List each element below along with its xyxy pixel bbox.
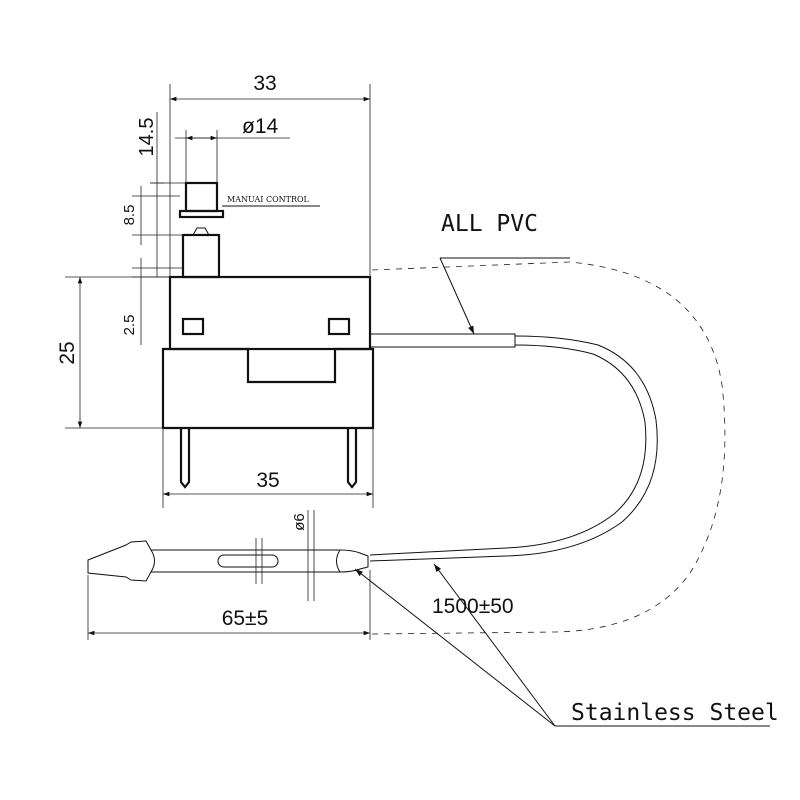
dim-capillary-length: 1500±50 bbox=[432, 595, 514, 618]
stainless-steel-callout: Stainless Steel bbox=[354, 563, 779, 727]
dim-width-top-label: 33 bbox=[253, 72, 276, 95]
mounting-slot-left bbox=[181, 317, 205, 336]
thermostat-body bbox=[161, 275, 375, 489]
dim-width-bottom-label: 35 bbox=[256, 469, 279, 492]
capillary-tube bbox=[369, 335, 658, 562]
dim-button-diameter: ø14 bbox=[175, 115, 290, 183]
manual-control-label: MANUAI CONTROL bbox=[227, 195, 310, 204]
dim-button-diameter-label: ø14 bbox=[242, 115, 279, 138]
dim-gap: 8.5 bbox=[121, 186, 183, 245]
dim-gap-label: 8.5 bbox=[121, 205, 138, 226]
sensor-bulb bbox=[87, 538, 369, 584]
manual-control-button bbox=[178, 181, 320, 279]
dim-bulb-length: 65±5 bbox=[87, 570, 371, 640]
sensor-window bbox=[217, 554, 279, 568]
dim-bulb-length-label: 65±5 bbox=[222, 607, 269, 630]
mounting-slot-right bbox=[327, 317, 351, 336]
dim-bulb-diameter-label: ø6 bbox=[291, 513, 308, 531]
dim-body-height-label: 25 bbox=[56, 341, 79, 364]
pvc-callout: ALL PVC bbox=[439, 211, 570, 335]
pvc-sleeve bbox=[369, 333, 516, 348]
dim-base-height: 2.5 bbox=[121, 258, 183, 345]
terminal-right bbox=[346, 428, 358, 489]
dim-width-bottom: 35 bbox=[162, 428, 374, 508]
dim-capillary-length-label: 1500±50 bbox=[432, 595, 514, 618]
dim-stem-height-label: 14.5 bbox=[136, 118, 158, 157]
dim-width-top: 33 bbox=[169, 72, 371, 277]
stainless-steel-label: Stainless Steel bbox=[571, 700, 779, 726]
terminal-left bbox=[179, 428, 191, 489]
dim-bulb-diameter: ø6 bbox=[291, 510, 315, 601]
dim-base-height-label: 2.5 bbox=[121, 315, 138, 336]
capillary-assembly bbox=[369, 261, 726, 635]
pvc-label: ALL PVC bbox=[441, 211, 538, 237]
dim-body-height: 25 bbox=[56, 276, 170, 429]
dim-stem-height: 14.5 bbox=[136, 112, 186, 277]
